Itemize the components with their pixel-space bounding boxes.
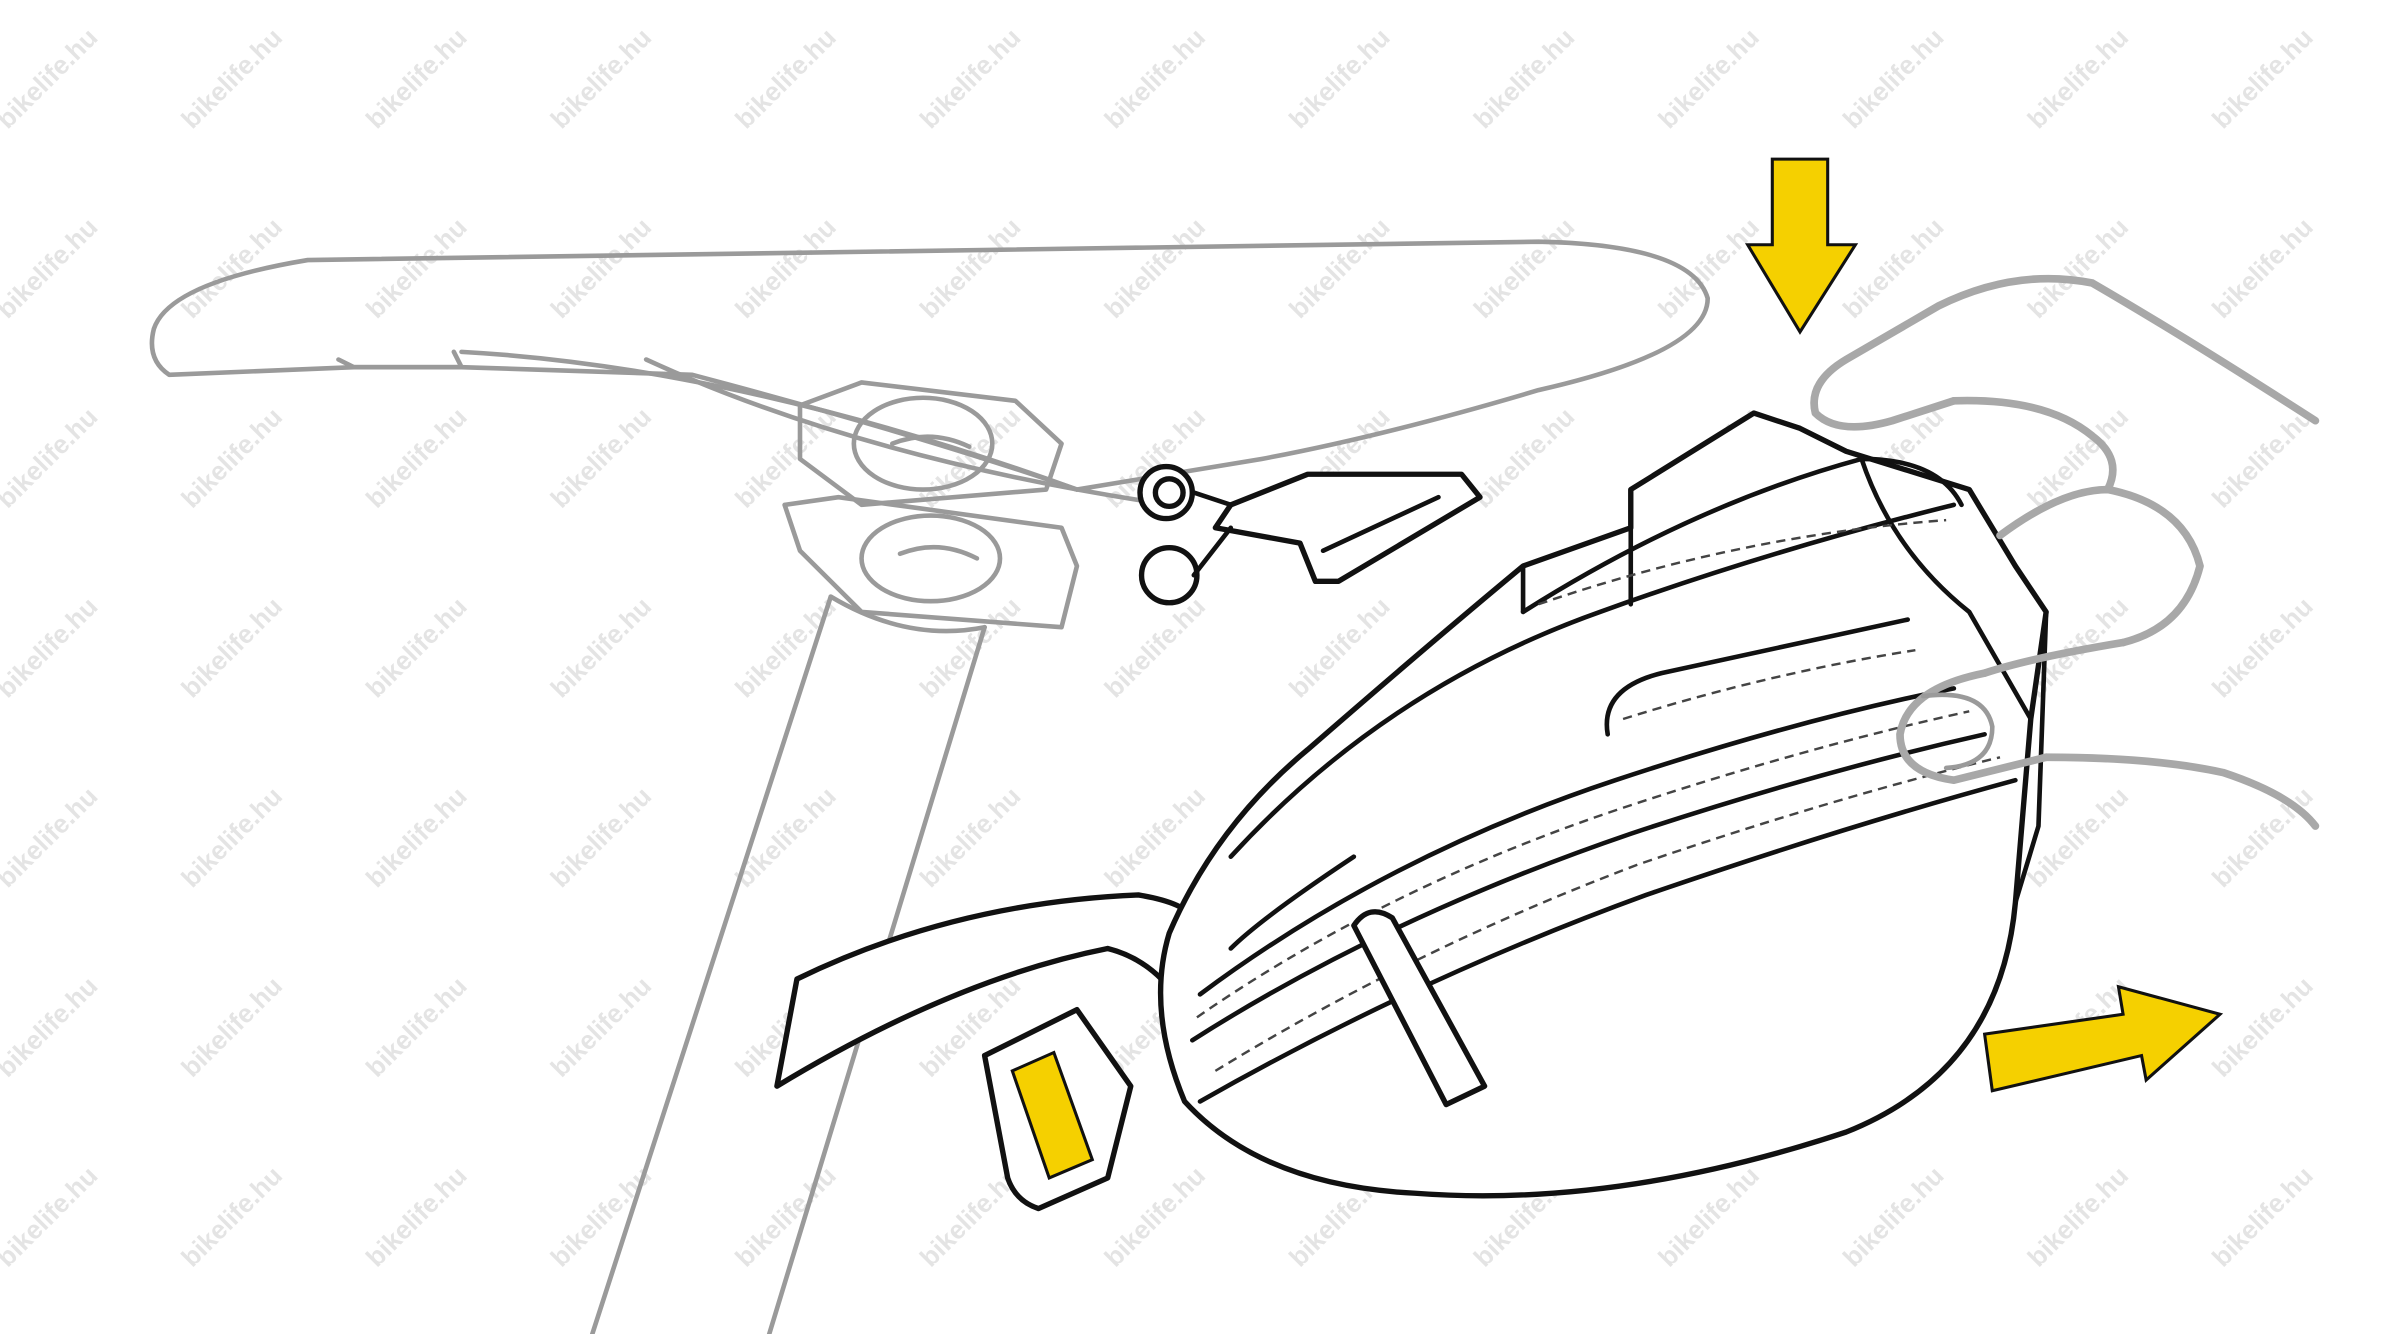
- watermark-text: bikelife.hu: [729, 212, 842, 324]
- watermark-text: bikelife.hu: [0, 971, 103, 1083]
- watermark-text: bikelife.hu: [1098, 22, 1211, 134]
- watermark-text: bikelife.hu: [545, 781, 658, 893]
- watermark-text: bikelife.hu: [729, 22, 842, 134]
- watermark-text: bikelife.hu: [2021, 212, 2134, 324]
- watermark-text: bikelife.hu: [0, 591, 103, 703]
- watermark-text: bikelife.hu: [914, 591, 1027, 703]
- watermark-text: bikelife.hu: [2206, 591, 2319, 703]
- watermark-text: bikelife.hu: [360, 22, 473, 134]
- watermark-text: bikelife.hu: [914, 212, 1027, 324]
- watermark-text: bikelife.hu: [1468, 402, 1581, 514]
- watermark-text: bikelife.hu: [2021, 22, 2134, 134]
- watermark-text: bikelife.hu: [1652, 22, 1765, 134]
- watermark-text: bikelife.hu: [2021, 1160, 2134, 1272]
- watermark-text: bikelife.hu: [1098, 1160, 1211, 1272]
- watermark-text: bikelife.hu: [545, 22, 658, 134]
- watermark-text: bikelife.hu: [360, 402, 473, 514]
- watermark-text: bikelife.hu: [545, 971, 658, 1083]
- watermark-text: bikelife.hu: [1837, 22, 1950, 134]
- watermark-text: bikelife.hu: [729, 1160, 842, 1272]
- watermark-text: bikelife.hu: [729, 781, 842, 893]
- watermark-text: bikelife.hu: [2206, 212, 2319, 324]
- watermark-text: bikelife.hu: [2206, 402, 2319, 514]
- arrow-right-icon: [1982, 984, 2224, 1093]
- watermark-text: bikelife.hu: [1468, 22, 1581, 134]
- watermark-text: bikelife.hu: [914, 22, 1027, 134]
- saddle-bag: [1157, 410, 2049, 1199]
- watermark-text: bikelife.hu: [0, 22, 103, 134]
- watermark-text: bikelife.hu: [175, 591, 288, 703]
- watermark-text: bikelife.hu: [545, 591, 658, 703]
- watermark-text: bikelife.hu: [175, 971, 288, 1083]
- watermark-text: bikelife.hu: [360, 1160, 473, 1272]
- bag-mount-bracket: [1137, 463, 1483, 606]
- watermark-text: bikelife.hu: [1283, 212, 1396, 324]
- watermark-text: bikelife.hu: [175, 1160, 288, 1272]
- watermark-text: bikelife.hu: [2206, 781, 2319, 893]
- watermark-text: bikelife.hu: [1283, 22, 1396, 134]
- watermark-text: bikelife.hu: [545, 212, 658, 324]
- strap-buckle: [981, 1007, 1134, 1212]
- watermark-text: bikelife.hu: [360, 212, 473, 324]
- watermark-text: bikelife.hu: [175, 402, 288, 514]
- watermark-text: bikelife.hu: [0, 1160, 103, 1272]
- arrow-down-icon: [1744, 157, 1859, 335]
- watermark-text: bikelife.hu: [2206, 22, 2319, 134]
- watermark-text: bikelife.hu: [360, 971, 473, 1083]
- watermark-text: bikelife.hu: [545, 402, 658, 514]
- watermark-text: bikelife.hu: [0, 212, 103, 324]
- watermark-text: bikelife.hu: [2206, 1160, 2319, 1272]
- watermark-text: bikelife.hu: [1098, 781, 1211, 893]
- watermark-text: bikelife.hu: [175, 22, 288, 134]
- watermark-text: bikelife.hu: [1468, 212, 1581, 324]
- watermark-text: bikelife.hu: [175, 781, 288, 893]
- seat-clamp: [782, 380, 1080, 630]
- watermark-text: bikelife.hu: [545, 1160, 658, 1272]
- watermark-text: bikelife.hu: [0, 402, 103, 514]
- watermark-text: bikelife.hu: [0, 781, 103, 893]
- watermark-text: bikelife.hu: [1098, 212, 1211, 324]
- hand: [1810, 274, 2320, 830]
- saddle: [149, 239, 1711, 508]
- watermark-text: bikelife.hu: [2206, 971, 2319, 1083]
- watermark-text: bikelife.hu: [1098, 591, 1211, 703]
- watermark-text: bikelife.hu: [360, 781, 473, 893]
- watermark-text: bikelife.hu: [1837, 1160, 1950, 1272]
- watermark-text: bikelife.hu: [360, 591, 473, 703]
